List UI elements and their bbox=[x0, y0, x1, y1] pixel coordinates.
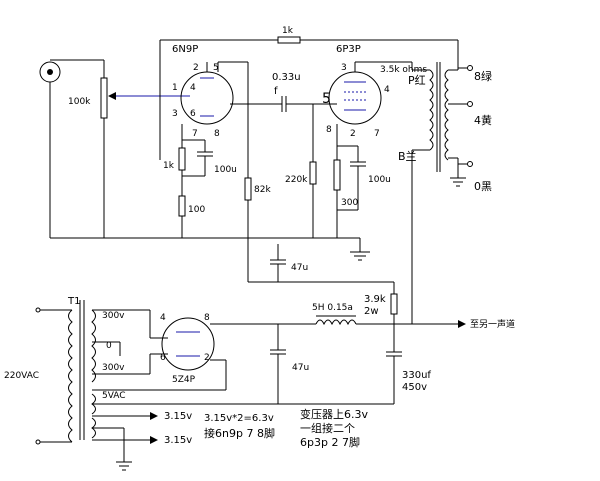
coupling-cap-label: 0.33u bbox=[272, 72, 301, 83]
grid-resistor-label: 220k bbox=[285, 175, 308, 185]
tube1-label: 6N9P bbox=[172, 44, 198, 55]
grid-resistor bbox=[309, 161, 317, 185]
dropping-resistor-w-label: 2w bbox=[364, 306, 379, 317]
right-note-1: 变压器上6.3v bbox=[300, 407, 368, 421]
node-f-label: f bbox=[274, 86, 278, 97]
cathode-resistor bbox=[178, 147, 186, 171]
cathode-resistor-100 bbox=[178, 195, 186, 217]
heater2-label: 3.15v bbox=[164, 435, 192, 446]
pin-label: 4 bbox=[384, 85, 390, 95]
choke-label: 5H 0.15a bbox=[312, 303, 353, 313]
pin-label: 3 bbox=[172, 109, 178, 119]
heater-note-1: 3.15v*2=6.3v bbox=[204, 413, 274, 424]
power-transformer bbox=[68, 300, 96, 443]
sec-300a-label: 300v bbox=[102, 311, 125, 321]
filter-cap-b-label: 47u bbox=[292, 363, 309, 373]
output-transformer bbox=[429, 62, 449, 172]
cathode2-cap-label: 100u bbox=[368, 175, 391, 185]
reservoir-cap-v-label: 450v bbox=[402, 382, 427, 393]
pin-label: 8 bbox=[326, 125, 332, 135]
sec-300b-label: 300v bbox=[102, 363, 125, 373]
pot-label: 100k bbox=[68, 97, 91, 107]
tube2-label: 6P3P bbox=[336, 44, 361, 55]
tap0-label: 0黑 bbox=[474, 180, 492, 193]
mains-label: 220VAC bbox=[4, 371, 39, 381]
ot-primary-p-label: P红 bbox=[408, 74, 426, 87]
pin-label: 1 bbox=[172, 83, 178, 93]
to-other-channel-label: 至另一声道 bbox=[470, 318, 515, 330]
feedback-resistor-label: 1k bbox=[282, 26, 294, 36]
pin-label: 6 bbox=[190, 109, 196, 119]
ground-symbol bbox=[350, 251, 370, 261]
pin-label: 3 bbox=[341, 63, 347, 73]
transformer-label: T1 bbox=[67, 296, 80, 307]
ot-impedance-label: 3.5k ohms bbox=[380, 65, 427, 75]
heater-note-2: 接6n9p 7 8脚 bbox=[204, 426, 275, 440]
choke bbox=[315, 315, 357, 326]
pin-label: 2 bbox=[193, 63, 199, 73]
cathode-resistor-label: 1k bbox=[163, 161, 175, 171]
ot-primary-b-label: B兰 bbox=[398, 150, 417, 163]
sec-5vac-label: 5VAC bbox=[102, 391, 126, 401]
plate-resistor bbox=[244, 177, 252, 201]
cathode2-resistor-label: 300 bbox=[341, 198, 358, 208]
heater1-label: 3.15v bbox=[164, 411, 192, 422]
pin5-label: 5 bbox=[322, 91, 331, 107]
pin-label: 4 bbox=[190, 83, 196, 93]
filter-cap-a-label: 47u bbox=[291, 263, 308, 273]
tap8-label: 8绿 bbox=[474, 69, 492, 83]
plate-resistor-label: 82k bbox=[254, 185, 271, 195]
pin-label: 7 bbox=[374, 129, 380, 139]
tube-6n9p bbox=[180, 62, 234, 125]
rectifier-5z4p bbox=[161, 317, 215, 371]
pin-label: 6 bbox=[160, 353, 166, 363]
cathode2-resistor bbox=[333, 159, 341, 191]
sec-0-label: 0 bbox=[106, 341, 112, 351]
input-jack bbox=[39, 61, 61, 98]
dropping-resistor bbox=[390, 293, 398, 315]
ground-symbol bbox=[116, 461, 132, 471]
pin-label: 2 bbox=[204, 353, 210, 363]
rectifier-label: 5Z4P bbox=[172, 375, 196, 385]
pin-label: 8 bbox=[204, 313, 210, 323]
pin-label: 4 bbox=[160, 313, 166, 323]
pin-label: 8 bbox=[214, 129, 220, 139]
right-note-3: 6p3p 2 7脚 bbox=[300, 435, 360, 449]
right-note-2: 一组接二个 bbox=[300, 421, 355, 435]
volume-pot bbox=[50, 59, 116, 238]
cathode-resistor2-label: 100 bbox=[188, 205, 205, 215]
dropping-resistor-label: 3.9k bbox=[364, 294, 386, 305]
tube-6p3p bbox=[328, 71, 382, 125]
pin-label: 7 bbox=[192, 129, 198, 139]
tap4-label: 4黄 bbox=[474, 113, 492, 127]
cathode-cap-label: 100u bbox=[214, 165, 237, 175]
feedback-resistor bbox=[277, 36, 301, 44]
ground-symbol bbox=[450, 177, 466, 187]
pin-label: 5 bbox=[213, 63, 219, 73]
pin-label: 2 bbox=[350, 129, 356, 139]
reservoir-cap-label: 330uf bbox=[402, 370, 431, 381]
coupling-cap bbox=[281, 96, 287, 112]
